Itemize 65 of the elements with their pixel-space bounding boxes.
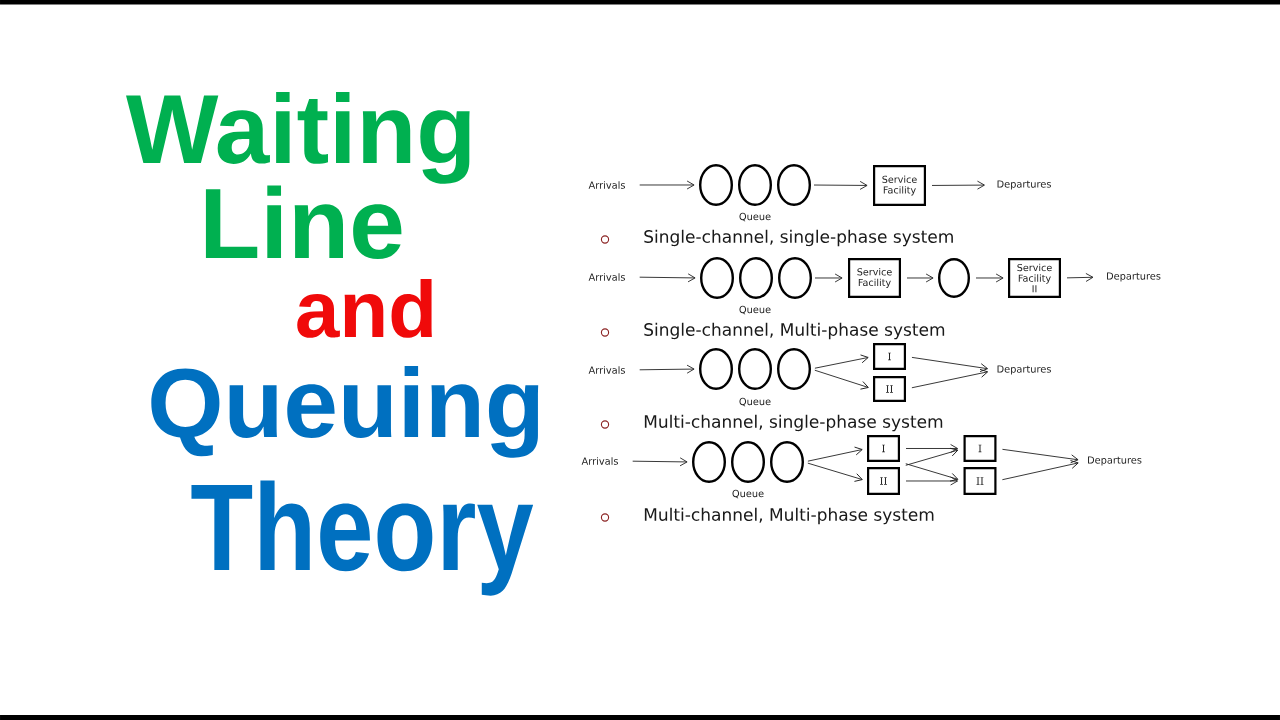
arrow xyxy=(632,457,688,467)
system-caption: Single-channel, single-phase system xyxy=(644,229,953,247)
arrow xyxy=(911,356,989,373)
queue-circle xyxy=(731,441,765,483)
service-box: Service Facility xyxy=(848,258,901,298)
server-box: I xyxy=(867,435,900,462)
arrow xyxy=(814,273,843,283)
server-box: II xyxy=(963,467,997,495)
arrow xyxy=(813,180,868,190)
queue-circle xyxy=(770,441,804,483)
arrow xyxy=(931,180,985,190)
arrow xyxy=(905,463,959,482)
arrow xyxy=(1001,460,1079,481)
heading-text: Queuing xyxy=(151,366,539,458)
server-box: II xyxy=(867,467,900,495)
arrow xyxy=(905,447,959,466)
arrow xyxy=(1066,273,1094,282)
system-caption: Single-channel, Multi-phase system xyxy=(644,322,945,340)
queue-circle xyxy=(778,257,812,299)
queue-circle xyxy=(699,348,733,390)
system-caption: Multi-channel, single-phase system xyxy=(644,414,943,432)
flow-label: Arrivals xyxy=(588,366,625,374)
heading-text: Waiting xyxy=(126,92,470,184)
arrow xyxy=(807,462,863,482)
arrow xyxy=(639,273,696,283)
heading-text: Theory xyxy=(191,480,534,596)
arrow xyxy=(911,368,989,389)
flow-label: Departures xyxy=(997,180,1051,190)
queue-label: Queue xyxy=(739,305,771,315)
server-box: I xyxy=(873,343,906,370)
service-box: Service Facility II xyxy=(1008,258,1061,298)
service-box: Service Facility xyxy=(873,165,926,206)
queue-circle xyxy=(699,164,733,206)
queue-circle xyxy=(692,441,726,483)
queue-circle xyxy=(738,164,772,206)
queue-label: Queue xyxy=(732,489,764,499)
heading-text: and xyxy=(297,279,432,338)
queue-circle xyxy=(738,348,772,390)
queue-circle xyxy=(700,257,734,299)
arrow xyxy=(814,369,869,390)
arrow xyxy=(905,476,959,486)
arrow xyxy=(975,273,1004,283)
flow-label: Arrivals xyxy=(588,273,625,281)
arrow xyxy=(1002,448,1079,464)
arrow xyxy=(906,273,934,283)
queue-circle xyxy=(777,164,811,206)
flow-label: Departures xyxy=(997,365,1051,375)
arrow xyxy=(639,180,695,190)
arrow xyxy=(807,446,863,462)
arrow xyxy=(905,444,959,453)
arrow xyxy=(639,364,695,374)
queue-circle xyxy=(777,348,811,390)
queue-label: Queue xyxy=(739,212,771,222)
queue-label: Queue xyxy=(739,397,771,407)
server-box: I xyxy=(963,435,997,462)
flow-label: Departures xyxy=(1107,272,1161,282)
flow-label: Departures xyxy=(1088,456,1142,466)
queue-circle xyxy=(938,258,970,298)
server-box: II xyxy=(873,376,906,402)
flow-label: Arrivals xyxy=(588,181,625,189)
flow-label: Arrivals xyxy=(581,457,618,465)
heading-text: Line xyxy=(205,185,402,259)
system-caption: Multi-channel, Multi-phase system xyxy=(644,507,934,525)
arrow xyxy=(814,354,869,369)
queue-circle xyxy=(739,257,773,299)
